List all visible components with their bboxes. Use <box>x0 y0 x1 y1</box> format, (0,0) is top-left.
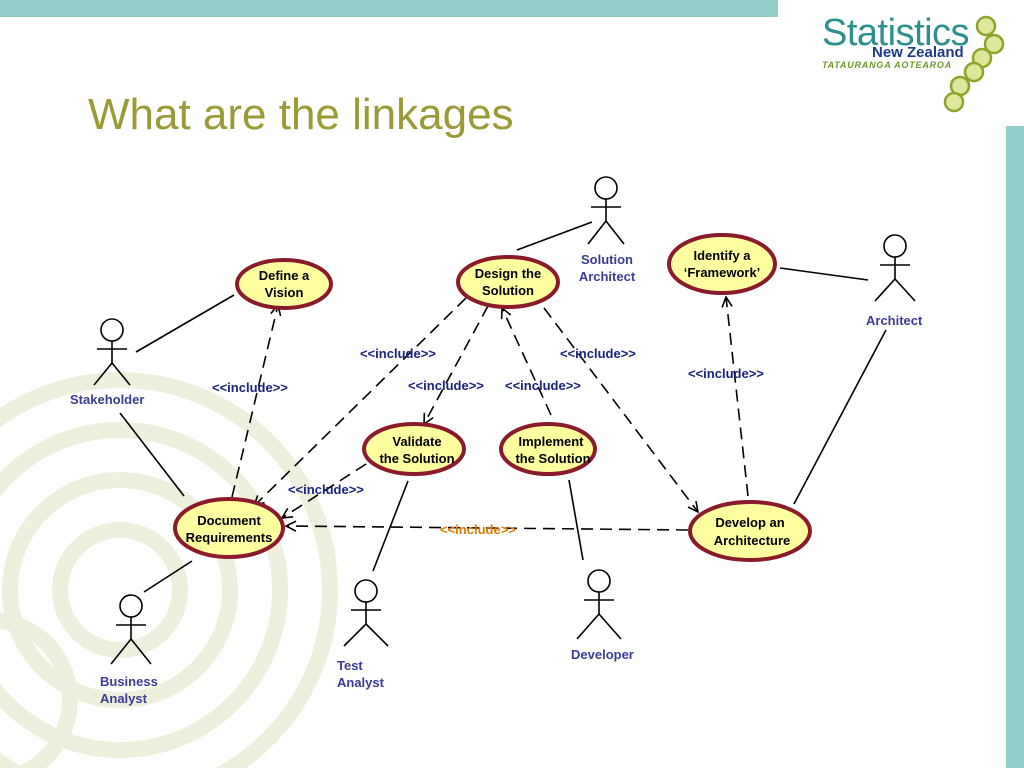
include-arrow-develop-framework <box>726 297 749 497</box>
usecase-label-line: Implement <box>518 434 584 449</box>
include-label: <<include>> <box>288 482 364 497</box>
usecase-label-line: Document <box>197 513 261 528</box>
assoc-business-analyst-document <box>143 560 193 593</box>
usecase-label-line: Develop an <box>715 515 784 530</box>
usecase-design-solution: Design the Solution <box>456 255 560 309</box>
usecase-label-line: the Solution <box>515 451 590 466</box>
actor-icon <box>354 579 378 603</box>
include-label: <<include>> <box>560 346 636 361</box>
assoc-architect-framework <box>779 267 869 281</box>
logo-wordmark: Statistics <box>822 12 970 54</box>
actors <box>93 176 916 665</box>
actor-label-solution-architect: Architect <box>579 269 636 284</box>
include-arrow-design-validate <box>424 305 489 424</box>
usecase-define-vision: Define a Vision <box>235 258 333 310</box>
usecase-label-line: Solution <box>482 283 534 298</box>
include-arrow-document-vision <box>231 305 278 498</box>
actor-labels: Stakeholder Solution Architect Architect… <box>70 252 923 706</box>
actor-architect <box>874 234 916 302</box>
actor-label-test-analyst: Test <box>337 658 363 673</box>
usecase-label-line: ‘Framework’ <box>684 265 761 280</box>
actor-icon <box>594 176 618 200</box>
actor-label-architect: Architect <box>866 313 923 328</box>
assoc-test-analyst-validate <box>372 480 409 572</box>
use-cases: Define a Vision Design the Solution Iden… <box>173 233 812 562</box>
actor-label-test-analyst: Analyst <box>337 675 385 690</box>
assoc-stakeholder-document <box>119 412 185 497</box>
usecase-label-line: Vision <box>265 285 304 300</box>
usecase-label-line: Validate <box>392 434 441 449</box>
include-label: <<include>> <box>408 378 484 393</box>
usecase-identify-framework: Identify a ‘Framework’ <box>667 233 777 295</box>
include-arrow-implement-design <box>502 308 552 416</box>
actor-developer <box>576 569 622 640</box>
actor-business-analyst <box>110 594 152 665</box>
association-lines <box>119 221 887 593</box>
background-decoration <box>0 372 338 768</box>
include-label: <<include>> <box>360 346 436 361</box>
actor-label-business-analyst: Analyst <box>100 691 148 706</box>
logo-tagline: TATAURANGA AOTEAROA <box>822 60 953 70</box>
logo-subtitle: New Zealand <box>872 44 964 61</box>
include-arrows <box>231 297 749 530</box>
include-label-highlight: <<include>> <box>440 522 516 537</box>
actor-icon <box>100 318 124 342</box>
slide-title: What are the linkages <box>88 90 514 139</box>
actor-test-analyst <box>343 579 389 647</box>
usecase-document-requirements: Document Requirements <box>173 497 285 559</box>
actor-icon <box>587 569 611 593</box>
assoc-stakeholder-vision <box>135 294 235 353</box>
usecase-label-line: Requirements <box>186 530 273 545</box>
include-arrow-validate-document <box>282 463 367 518</box>
actor-label-solution-architect: Solution <box>581 252 633 267</box>
assoc-solution-architect-design <box>516 221 593 251</box>
usecase-develop-architecture: Develop an Architecture <box>688 500 812 562</box>
include-labels: <<include>> <<include>> <<include>> <<in… <box>212 346 764 537</box>
include-label: <<include>> <box>505 378 581 393</box>
include-arrow-design-develop <box>543 307 698 512</box>
usecase-implement-solution: Implement the Solution <box>499 422 597 476</box>
usecase-validate-solution: Validate the Solution <box>362 422 466 476</box>
actor-label-stakeholder: Stakeholder <box>70 392 144 407</box>
actor-icon <box>883 234 907 258</box>
actor-stakeholder <box>93 318 131 386</box>
include-arrow-develop-document <box>286 526 689 530</box>
include-label: <<include>> <box>212 380 288 395</box>
include-arrow-design-document <box>254 297 467 506</box>
usecase-label-line: the Solution <box>379 451 454 466</box>
actor-label-business-analyst: Business <box>100 674 158 689</box>
assoc-developer-implement <box>568 479 584 561</box>
include-label: <<include>> <box>688 366 764 381</box>
usecase-label-line: Define a <box>259 268 310 283</box>
usecase-label-line: Design the <box>475 266 541 281</box>
actor-solution-architect <box>587 176 625 245</box>
actor-icon <box>119 594 143 618</box>
assoc-architect-develop <box>793 329 887 505</box>
usecase-label-line: Identify a <box>693 248 751 263</box>
usecase-label-line: Architecture <box>714 533 791 548</box>
actor-label-developer: Developer <box>571 647 634 662</box>
logo-emblem-icon <box>943 15 1005 113</box>
